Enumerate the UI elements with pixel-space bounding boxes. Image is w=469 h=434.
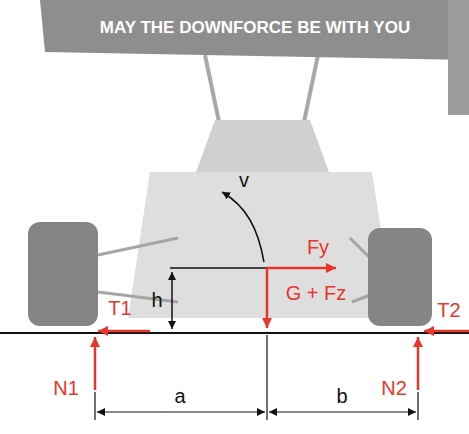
friction-force-arrow [424,330,469,333]
height-dimension [171,272,173,329]
rear-wing [40,0,469,60]
force-label: N2 [380,377,408,399]
friction-force-arrow [98,330,150,333]
wing-slogan: MAY THE DOWNFORCE BE WITH YOU [99,19,411,38]
dimension-label: a [173,385,186,407]
roll-hoop [195,120,330,175]
wing-endplate [448,0,469,115]
cg-level-line [170,267,267,269]
dimension-label: b [335,385,348,407]
track-dimension [97,411,265,412]
center-line [266,335,267,420]
force-label: Fy [306,236,330,258]
ground-line [0,332,469,334]
velocity-arrow [222,192,264,262]
normal-force-arrow [417,337,420,390]
suspension-arm [350,238,370,258]
extension-line [94,392,95,420]
force-label: T1 [107,297,132,319]
force-label: G + Fz [285,282,348,304]
left-tire [28,222,98,326]
suspension-arm [352,295,370,302]
force-label: T2 [436,299,461,321]
dimension-label: h [150,289,163,311]
chassis-body [128,172,395,318]
suspension-arm [98,238,178,255]
lateral-force-arrow [267,267,336,270]
extension-line [417,392,418,420]
force-label: N1 [52,377,80,399]
right-tire [368,228,432,326]
vertical-load-arrow [266,268,269,328]
normal-force-arrow [94,337,97,390]
velocity-label: v [238,169,250,191]
track-dimension [269,411,416,412]
